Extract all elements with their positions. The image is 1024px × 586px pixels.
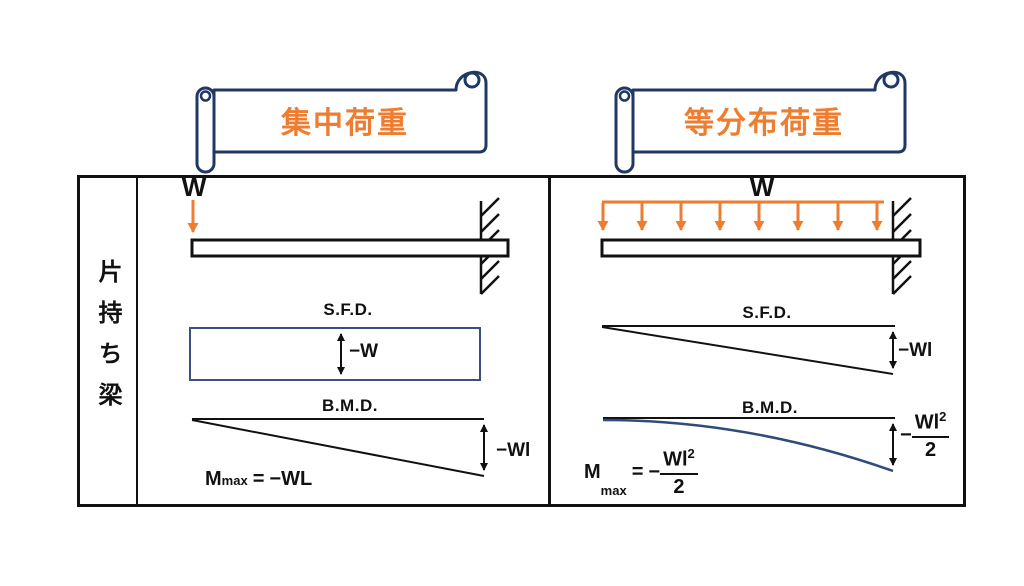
bmd-shape-left xyxy=(191,418,485,477)
fraction-numerator: Wl2 xyxy=(911,410,950,438)
fraction: Wl2 2 xyxy=(911,410,950,461)
scroll-curl-icon xyxy=(463,71,481,89)
scroll-roll-curl-icon xyxy=(199,90,212,102)
bmd-title-right: B.M.D. xyxy=(742,398,798,417)
bmd-curve-right xyxy=(602,418,894,473)
panel-divider xyxy=(548,175,551,507)
scroll-curl-icon xyxy=(882,71,900,89)
mmax-symbol: M xyxy=(584,460,601,483)
equals-sign: = xyxy=(631,460,644,483)
scroll-roll xyxy=(195,86,216,174)
beam-right xyxy=(600,238,922,258)
scroll-roll-curl-icon xyxy=(618,90,631,102)
banner-label-concentrated-load: 集中荷重 xyxy=(281,107,409,140)
scroll-body xyxy=(212,70,488,154)
mmax-symbol: M xyxy=(205,468,222,490)
scroll-body xyxy=(631,70,907,154)
fraction-denominator: 2 xyxy=(673,475,685,498)
table-frame xyxy=(77,175,966,507)
minus-sign: − xyxy=(648,460,661,483)
header-column-divider xyxy=(136,175,138,507)
bmd-title-left: B.M.D. xyxy=(322,396,378,415)
scroll-banner-right xyxy=(614,70,907,174)
load-label-left: W xyxy=(181,172,207,202)
fraction-numerator: Wl2 xyxy=(660,447,698,475)
row-header-cantilever: 片持ち梁 xyxy=(80,178,134,504)
sfd-value-left: −W xyxy=(349,341,379,362)
sfd-title-left: S.F.D. xyxy=(323,300,373,319)
minus-sign: − xyxy=(900,423,912,446)
fraction: Wl2 2 xyxy=(660,447,698,498)
beam-left xyxy=(190,238,510,258)
sfd-title-right: S.F.D. xyxy=(742,303,792,322)
mmax-subscript: max xyxy=(600,482,627,498)
distributed-load-arrows-right xyxy=(597,200,884,231)
load-label-right: W xyxy=(749,172,775,202)
sfd-shape-left xyxy=(189,327,481,381)
scroll-banner-left xyxy=(195,70,488,174)
sfd-value-right: −Wl xyxy=(898,340,933,361)
banner-label-distributed-load: 等分布荷重 xyxy=(684,107,844,140)
bmd-value-left: −Wl xyxy=(496,440,531,461)
bmd-value-right: − Wl2 2 xyxy=(900,410,950,461)
fraction-denominator: 2 xyxy=(924,438,937,461)
mmax-subscript: max xyxy=(221,473,248,488)
equals-sign: = xyxy=(252,468,265,490)
mmax-value: −WL xyxy=(269,468,313,490)
row-header-label: 片持ち梁 xyxy=(94,259,121,423)
sfd-shape-right xyxy=(601,325,895,375)
scroll-roll xyxy=(614,86,635,174)
